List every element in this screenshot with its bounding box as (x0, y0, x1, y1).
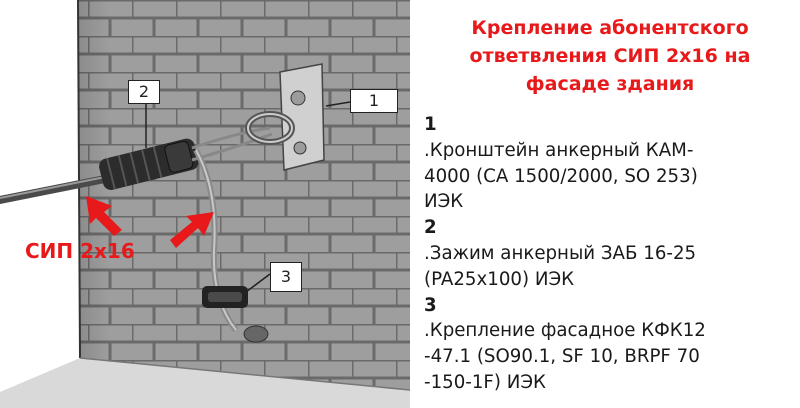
title-line: ответвления СИП 2х16 на (469, 45, 751, 67)
list-item: 3 .Крепление фасадное КФК12 -47.1 (SO90.1… (424, 293, 796, 396)
item-text: (PA25x100) ИЭК (424, 268, 575, 290)
installation-illustration (0, 0, 411, 408)
item-number: 3 (424, 294, 437, 316)
item-number: 2 (424, 217, 437, 239)
wall-edge (77, 0, 81, 359)
title-line: Крепление абонентского (471, 17, 749, 39)
facade-clamp (202, 286, 248, 308)
item-text: .Крепление фасадное КФК12 (424, 320, 706, 342)
callout-1: 1 (350, 89, 398, 113)
component-list: 1 .Кронштейн анкерный КАМ- 4000 (СА 1500/… (424, 112, 796, 396)
leader-1 (325, 101, 351, 107)
arrow-to-drop (170, 212, 214, 248)
cable-label: СИП 2х16 (25, 239, 135, 263)
page-title: Крепление абонентского ответвления СИП 2… (420, 14, 800, 98)
item-text: -150-1F) ИЭК (424, 371, 546, 393)
list-item: 1 .Кронштейн анкерный КАМ- 4000 (СА 1500/… (424, 112, 796, 215)
ground-edge (79, 357, 411, 391)
item-text: 4000 (СА 1500/2000, SO 253) (424, 165, 698, 187)
item-text: ИЭК (424, 191, 464, 213)
brick-wall (78, 0, 410, 390)
callout-2: 2 (128, 80, 160, 104)
item-number: 1 (424, 114, 437, 135)
wall-entry (243, 325, 269, 343)
anchor-clamp (99, 138, 199, 190)
list-item: 2 .Зажим анкерный ЗАБ 16-25 (PA25x100) ИЭ… (424, 215, 796, 292)
item-text: .Зажим анкерный ЗАБ 16-25 (424, 242, 697, 264)
anchor-bracket (245, 63, 325, 171)
sip-cable (0, 172, 124, 204)
leader-3 (245, 273, 271, 293)
title-line: фасаде здания (525, 73, 695, 95)
item-text: .Кронштейн анкерный КАМ- (424, 139, 694, 161)
ground-plane (0, 358, 410, 408)
arrow-to-cable (86, 196, 122, 236)
item-text: -47.1 (SO90.1, SF 10, BRPF 70 (424, 346, 700, 368)
callout-3: 3 (270, 262, 302, 292)
